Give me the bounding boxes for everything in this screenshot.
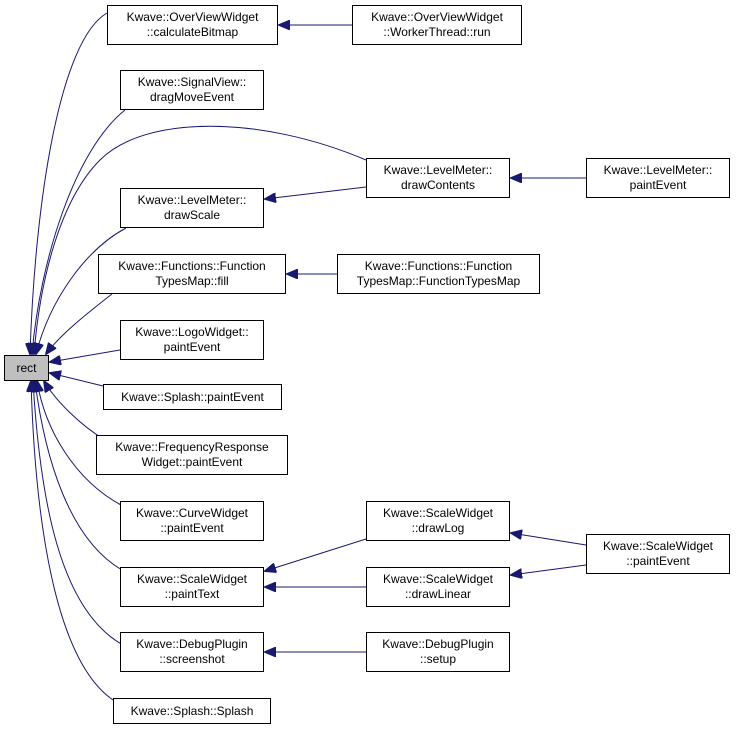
node-label-line: Kwave::OverViewWidget xyxy=(126,10,259,24)
node-sw-drawlinear[interactable]: Kwave::ScaleWidget::drawLinear xyxy=(366,567,510,607)
node-label-line: drawScale xyxy=(163,208,221,222)
edge-fn_fill-to-rect xyxy=(46,293,113,354)
edge-sw_painttext-to-rect xyxy=(35,381,123,571)
node-label-line: Kwave::SignalView:: xyxy=(137,75,247,89)
node-label-line: ::drawLog xyxy=(411,521,465,535)
node-label-line: Kwave::ScaleWidget xyxy=(136,572,248,586)
node-label-line: Widget::paintEvent xyxy=(141,455,243,469)
edge-dbg_shot-to-rect xyxy=(33,381,124,646)
node-sw-drawlog[interactable]: Kwave::ScaleWidget::drawLog xyxy=(366,501,510,541)
node-sv-drag[interactable]: Kwave::SignalView::dragMoveEvent xyxy=(120,70,264,110)
node-label-line: Kwave::DebugPlugin xyxy=(382,637,494,651)
node-label-line: Kwave::CurveWidget xyxy=(135,506,249,520)
node-label-line: TypesMap::FunctionTypesMap xyxy=(356,274,521,288)
node-lm-drawscale[interactable]: Kwave::LevelMeter::drawScale xyxy=(120,188,264,228)
node-lm-drawcontents[interactable]: Kwave::LevelMeter::drawContents xyxy=(366,158,510,198)
node-label-line: Kwave::Functions::Function xyxy=(364,259,513,273)
node-label-line: Kwave::Splash::paintEvent xyxy=(121,389,264,404)
node-label-line: Kwave::ScaleWidget xyxy=(602,539,714,553)
node-label-line: Kwave::FrequencyResponse xyxy=(115,440,269,454)
node-label-line: rect xyxy=(16,360,37,375)
node-label-line: ::paintEvent xyxy=(626,554,690,568)
edge-ov_calc-to-rect xyxy=(30,12,108,354)
edge-splash_paint-to-rect xyxy=(50,373,104,387)
node-sw-paint[interactable]: Kwave::ScaleWidget::paintEvent xyxy=(586,534,730,574)
node-sw-painttext[interactable]: Kwave::ScaleWidget::paintText xyxy=(120,567,264,607)
node-label-line: paintEvent xyxy=(163,340,221,354)
edge-sw_drawlog-to-sw_painttext xyxy=(265,538,367,571)
edge-sv_drag-to-rect xyxy=(32,109,126,354)
node-logo-paint[interactable]: Kwave::LogoWidget::paintEvent xyxy=(120,320,264,360)
edge-sw_paint-to-sw_drawlog xyxy=(511,533,587,546)
node-label-line: Kwave::LevelMeter:: xyxy=(383,163,493,177)
node-label-line: Kwave::ScaleWidget xyxy=(382,506,494,520)
node-label-line: ::drawLinear xyxy=(404,587,472,601)
node-label-line: ::calculateBitmap xyxy=(146,25,239,39)
node-label-line: Kwave::Functions::Function xyxy=(118,259,266,273)
node-label-line: drawContents xyxy=(400,178,476,192)
node-ov-run[interactable]: Kwave::OverViewWidget::WorkerThread::run xyxy=(352,5,522,45)
node-label-line: ::paintEvent xyxy=(160,521,224,535)
node-label-line: paintEvent xyxy=(629,178,687,192)
node-dbg-shot[interactable]: Kwave::DebugPlugin::screenshot xyxy=(120,632,264,672)
node-label-line: ::screenshot xyxy=(159,652,225,666)
edge-lm_drawcontents-to-lm_drawscale xyxy=(265,186,367,199)
node-label-line: ::paintText xyxy=(164,587,220,601)
node-label-line: Kwave::OverViewWidget xyxy=(371,10,503,24)
node-label-line: Kwave::LevelMeter:: xyxy=(137,193,247,207)
node-splash-paint[interactable]: Kwave::Splash::paintEvent xyxy=(103,384,282,410)
node-label-line: Kwave::LogoWidget:: xyxy=(135,325,249,339)
edge-curve_paint-to-rect xyxy=(37,381,122,506)
edge-sw_paint-to-sw_drawlinear xyxy=(511,564,587,575)
node-rect: rect xyxy=(4,355,49,381)
node-label-line: Kwave::Splash::Splash xyxy=(130,703,254,718)
node-label-line: TypesMap::fill xyxy=(155,274,229,288)
edge-logo_paint-to-rect xyxy=(50,349,121,362)
edge-lm_drawscale-to-rect xyxy=(36,227,127,354)
node-label-line: Kwave::DebugPlugin xyxy=(136,637,248,651)
node-label-line: ::setup xyxy=(419,652,457,666)
node-label-line: Kwave::ScaleWidget xyxy=(382,572,494,586)
node-lm-paint[interactable]: Kwave::LevelMeter::paintEvent xyxy=(586,158,730,198)
node-label-line: Kwave::LevelMeter:: xyxy=(603,163,713,177)
node-label-line: ::WorkerThread::run xyxy=(383,25,491,39)
node-label-line: dragMoveEvent xyxy=(149,90,235,104)
edge-lm_drawcontents-to-rect xyxy=(34,125,367,354)
node-dbg-setup[interactable]: Kwave::DebugPlugin::setup xyxy=(366,632,510,672)
node-splash-ctor[interactable]: Kwave::Splash::Splash xyxy=(113,698,271,724)
node-curve-paint[interactable]: Kwave::CurveWidget::paintEvent xyxy=(120,501,264,541)
node-ov-calc[interactable]: Kwave::OverViewWidget::calculateBitmap xyxy=(107,5,278,45)
edge-splash_ctor-to-rect xyxy=(31,381,114,701)
